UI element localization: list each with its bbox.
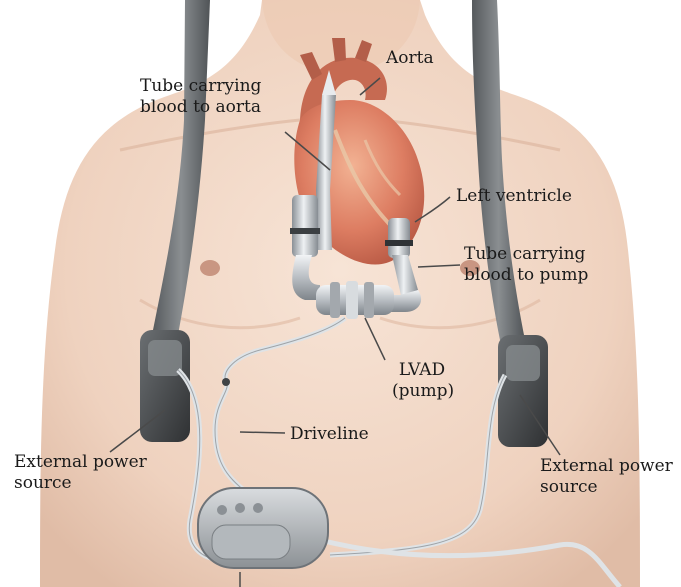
label-lvad: LVAD (pump)	[392, 360, 452, 402]
label-aorta: Aorta	[386, 48, 434, 69]
controller-button-1	[217, 505, 227, 515]
driveline-exit	[222, 378, 230, 386]
inflow-connector	[388, 218, 410, 258]
controller-button-3	[253, 503, 263, 513]
pump-rib-1	[330, 282, 340, 318]
battery-left-cap	[148, 340, 182, 376]
pump-rib-3	[364, 282, 374, 318]
label-driveline: Driveline	[290, 424, 369, 445]
label-power-left: External power source	[14, 452, 147, 494]
label-power-right: External power source	[540, 456, 673, 498]
pump-rib-2	[346, 281, 358, 319]
outflow-ring	[290, 228, 320, 234]
outflow-connector	[292, 195, 318, 257]
label-left-ventricle: Left ventricle	[456, 186, 572, 207]
leader-driveline	[240, 432, 285, 433]
controller-button-2	[235, 503, 245, 513]
nipple-left	[200, 260, 220, 276]
battery-right-cap	[506, 345, 540, 381]
label-tube-to-pump: Tube carrying blood to pump	[464, 244, 588, 286]
inflow-ring	[385, 240, 413, 246]
controller-screen	[212, 525, 290, 559]
label-tube-to-aorta: Tube carrying blood to aorta	[140, 76, 261, 118]
